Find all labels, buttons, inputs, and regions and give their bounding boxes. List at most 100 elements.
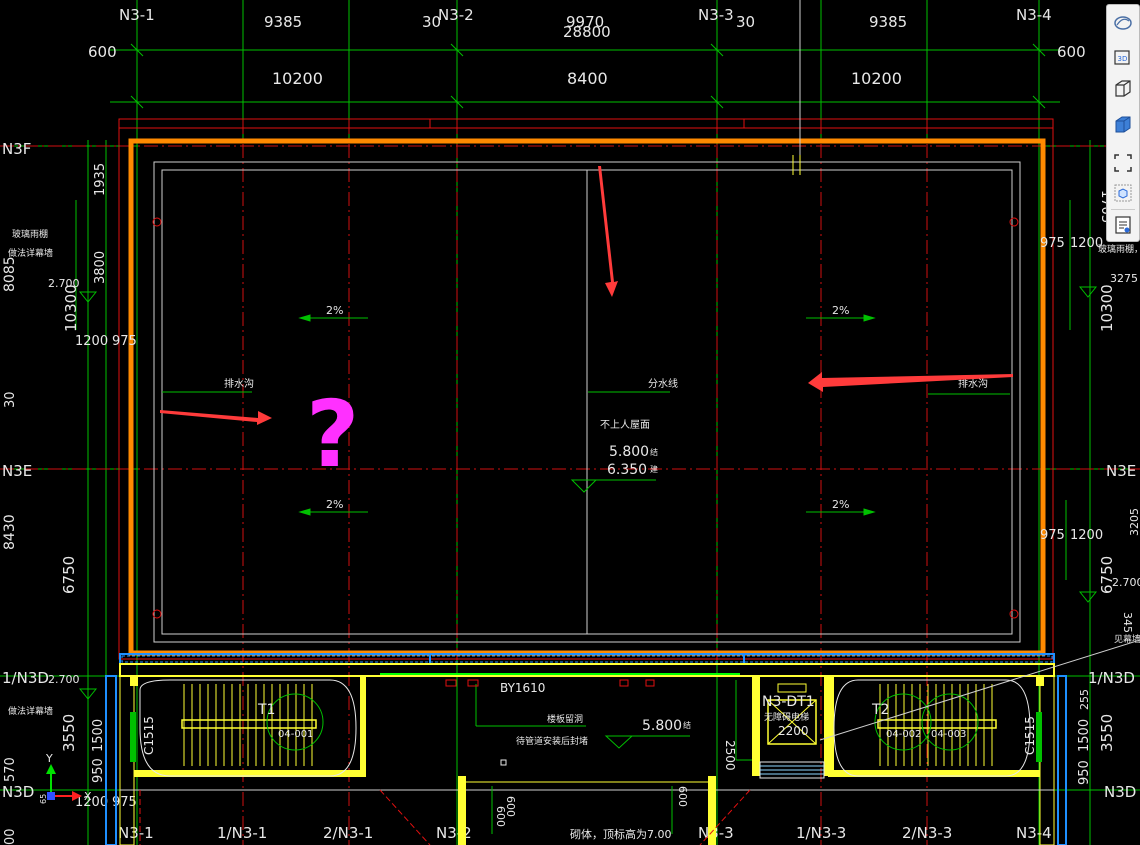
dim-text: 975 xyxy=(1040,528,1065,543)
opening-note: 楼板留洞 xyxy=(547,713,583,725)
axis-label-right: N3E xyxy=(1106,462,1136,480)
markup-arrows xyxy=(160,166,1013,425)
dim-text: 1200 xyxy=(75,795,108,810)
top-axis-labels: N3-1 N3-2 N3-3 N3-4 xyxy=(119,6,1052,24)
dim-text: 3205 xyxy=(1128,508,1140,536)
zoom-extents-icon[interactable] xyxy=(1111,151,1135,175)
ucs-z-label: 65 xyxy=(39,794,48,804)
solid-cube-icon[interactable] xyxy=(1111,113,1135,137)
top-dimensions: 9385 30 9970 30 9385 28800 600 600 10200… xyxy=(88,13,1086,88)
elevation-marker xyxy=(78,688,98,700)
dim-text: 3550 xyxy=(1098,714,1116,752)
note-text: 2.700 xyxy=(48,277,80,290)
dim-text: 8400 xyxy=(567,69,608,88)
dim-text: 950 xyxy=(1077,760,1092,785)
axis-label-bottom: N3-4 xyxy=(1016,824,1052,842)
dim-text: 975 xyxy=(1040,236,1065,251)
inner-wall-outline xyxy=(153,161,1021,643)
properties-icon[interactable] xyxy=(1111,213,1135,237)
elevation-suffix: 结 xyxy=(683,720,691,730)
note-text: 2.700 xyxy=(48,673,80,686)
roof-hatch-marker xyxy=(792,155,801,175)
toolbar-separator xyxy=(1111,209,1135,210)
navigation-cube-icon[interactable] xyxy=(1111,181,1135,205)
dim-text: 30 xyxy=(3,391,18,408)
elevation-value: 5.800 xyxy=(642,718,682,734)
slope-text: 2% xyxy=(832,498,849,511)
left-notes: 玻璃雨棚 做法详幕墙 2.700 做法详幕墙 2.700 xyxy=(8,228,80,717)
lower-floor: T1 04-001 C1515 T2 04-002 04- xyxy=(105,639,1140,845)
window-band-pattern xyxy=(121,655,1053,663)
note-text: 做法详幕墙 xyxy=(8,705,53,717)
drain-label: 排水沟 xyxy=(224,377,254,390)
dim-text: 10300 xyxy=(1098,284,1116,332)
3d-box-icon[interactable]: 3D xyxy=(1111,45,1135,69)
note-text: 玻璃雨棚 xyxy=(12,228,48,240)
dim-text: 9385 xyxy=(264,13,302,31)
ucs-x-label: X xyxy=(84,790,92,803)
dim-text: 975 xyxy=(112,334,137,349)
axis-label-bottom: N3-1 xyxy=(118,824,154,842)
label-leaders xyxy=(162,391,1010,395)
slope-labels: 2% 2% 2% 2% xyxy=(326,304,849,511)
slope-text: 2% xyxy=(832,304,849,317)
dim-text: 1935 xyxy=(93,163,108,196)
window-left xyxy=(130,712,136,762)
axis-label-right: 1/N3D xyxy=(1088,669,1135,687)
axis-label-top: N3-2 xyxy=(438,6,474,24)
axis-label-bottom: 2/N3-3 xyxy=(902,824,952,842)
dim-text: 2500 xyxy=(723,740,737,771)
stair-code: 04-001 xyxy=(278,729,313,740)
dim-text: 975 xyxy=(112,795,137,810)
slope-text: 2% xyxy=(326,304,343,317)
elevator-note: 无障碍电梯 xyxy=(764,711,809,723)
dim-text: 600 xyxy=(504,796,517,817)
elevation-marker xyxy=(1078,591,1098,603)
axis-label-left: 1/N3D xyxy=(2,669,49,687)
axis-label-top: N3-3 xyxy=(698,6,734,24)
dim-text: 570 xyxy=(3,757,18,782)
axis-label-left: N3D xyxy=(2,783,34,801)
note-text: 2.700 xyxy=(1112,576,1140,589)
right-axis-labels: N3E 1/N3D N3D xyxy=(1088,462,1136,801)
dim-text: 10200 xyxy=(272,69,323,88)
axis-label-top: N3-1 xyxy=(119,6,155,24)
stair-treads-left xyxy=(183,684,313,766)
dim-text: 600 xyxy=(1057,43,1086,61)
axis-label-bottom: 1/N3-3 xyxy=(796,824,846,842)
elevation-suffix: 建 xyxy=(650,464,658,474)
opening-tag: BY1610 xyxy=(500,681,545,695)
question-mark: ? xyxy=(306,381,359,488)
axis-label-top: N3-4 xyxy=(1016,6,1052,24)
dim-text: 600 xyxy=(494,806,507,827)
elevator-car xyxy=(767,699,817,745)
dim-text: 6750 xyxy=(1098,556,1116,594)
dim-text: 1500 xyxy=(1077,719,1092,752)
view-cube-icon[interactable] xyxy=(1111,77,1135,101)
roof-note: 不上人屋面 xyxy=(600,419,650,431)
dim-text: 3800 xyxy=(93,251,108,284)
slope-arrows xyxy=(298,314,876,516)
dim-text: 1200 xyxy=(1070,236,1103,251)
elevator-label: N3-DT1 xyxy=(762,694,815,710)
axis-label-bottom: N3-2 xyxy=(436,824,472,842)
elevation-value: 5.800 xyxy=(609,444,649,460)
roof-elevation-marker xyxy=(570,479,656,493)
axis-label-left: N3F xyxy=(2,140,31,158)
axis-label-bottom: 2/N3-1 xyxy=(323,824,373,842)
elevator-dim: 2200 xyxy=(778,724,809,738)
dim-text: 10300 xyxy=(62,284,80,332)
svg-text:3D: 3D xyxy=(1118,55,1128,63)
orbit-icon[interactable] xyxy=(1111,11,1135,35)
dim-text: 9970 xyxy=(566,13,604,31)
stair-label: T1 xyxy=(257,702,275,718)
axis-label-right: N3D xyxy=(1104,783,1136,801)
wall-right xyxy=(1039,675,1055,845)
window-tag: C1515 xyxy=(1023,716,1037,755)
ucs-icon: Y X 65 xyxy=(39,752,92,804)
roof-outline-red xyxy=(118,118,1054,660)
window-tag: C1515 xyxy=(142,716,156,755)
left-axis-labels: N3F N3E 1/N3D N3D xyxy=(2,140,49,801)
dim-text: 30 xyxy=(422,13,441,31)
